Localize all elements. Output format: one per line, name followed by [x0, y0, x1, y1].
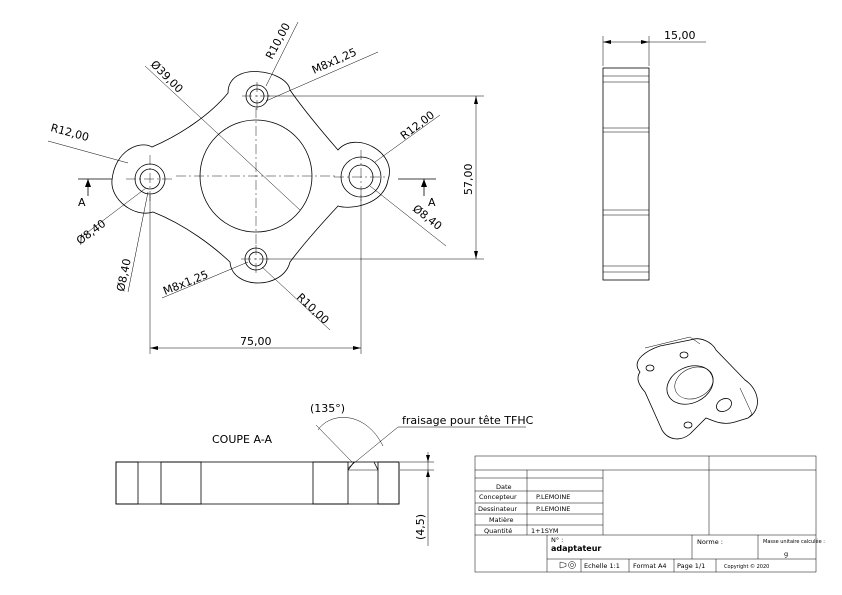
- dim-d39: Ø39,00: [148, 58, 186, 96]
- section-marker-left: A: [78, 196, 86, 209]
- front-view: 75,00 57,00 Ø39,00 R10,00 M8x1,25 R12,00…: [47, 21, 484, 354]
- dim-m8-top: M8x1,25: [310, 46, 359, 77]
- title-block: Date Concepteur P.LEMOINE Dessinateur P.…: [474, 455, 825, 573]
- dim-r10-bottom: R10,00: [294, 291, 331, 327]
- side-view: 15,00: [602, 29, 706, 281]
- dim-m8-bottom: M8x1,25: [161, 268, 210, 298]
- tb-label-matiere: Matière: [489, 516, 513, 524]
- section-title: COUPE A-A: [212, 433, 272, 446]
- fraisage-note: fraisage pour tête TFHC: [402, 414, 534, 427]
- dim-width-75: 75,00: [240, 335, 272, 348]
- dim-thickness-15: 15,00: [664, 29, 696, 42]
- tb-value-dessinateur: P.LEMOINE: [536, 505, 570, 513]
- tb-format: Format A4: [633, 562, 667, 570]
- tb-label-date: Date: [496, 483, 512, 491]
- dim-r12-left: R12,00: [49, 121, 90, 144]
- dim-angle-135: (135°): [310, 402, 345, 415]
- tb-scale: Echelle 1:1: [584, 562, 620, 570]
- dim-depth-4-5: (4,5): [414, 514, 427, 540]
- tb-mass-unit: g: [784, 550, 788, 558]
- projection-symbol-icon: [559, 561, 576, 569]
- tb-norme: Norme :: [697, 538, 723, 546]
- isometric-view: [636, 336, 758, 440]
- tb-value-concepteur: P.LEMOINE: [536, 493, 570, 501]
- tb-part-name: adaptateur: [551, 544, 601, 553]
- tb-page: Page 1/1: [677, 562, 705, 570]
- section-view: COUPE A-A (135°) fraisage pour tête TFHC…: [115, 402, 534, 546]
- dim-d8-left-a: Ø8,40: [74, 217, 108, 247]
- dim-height-57: 57,00: [462, 164, 475, 196]
- tb-label-quantite: Quantité: [484, 527, 512, 535]
- tb-label-concepteur: Concepteur: [479, 493, 517, 501]
- tb-label-dessinateur: Dessinateur: [478, 505, 517, 513]
- part-outline: [111, 71, 390, 284]
- dim-r12-right: R12,00: [398, 108, 437, 142]
- section-marker-right: A: [428, 196, 436, 209]
- tb-value-quantite: 1+1SYM: [531, 527, 558, 535]
- dim-d8-left-b: Ø8,40: [114, 257, 134, 292]
- tb-mass-label: Masse unitaire calculée :: [763, 538, 825, 545]
- tb-copyright: Copyright © 2020: [724, 563, 769, 570]
- tb-no-label: N° :: [551, 536, 563, 544]
